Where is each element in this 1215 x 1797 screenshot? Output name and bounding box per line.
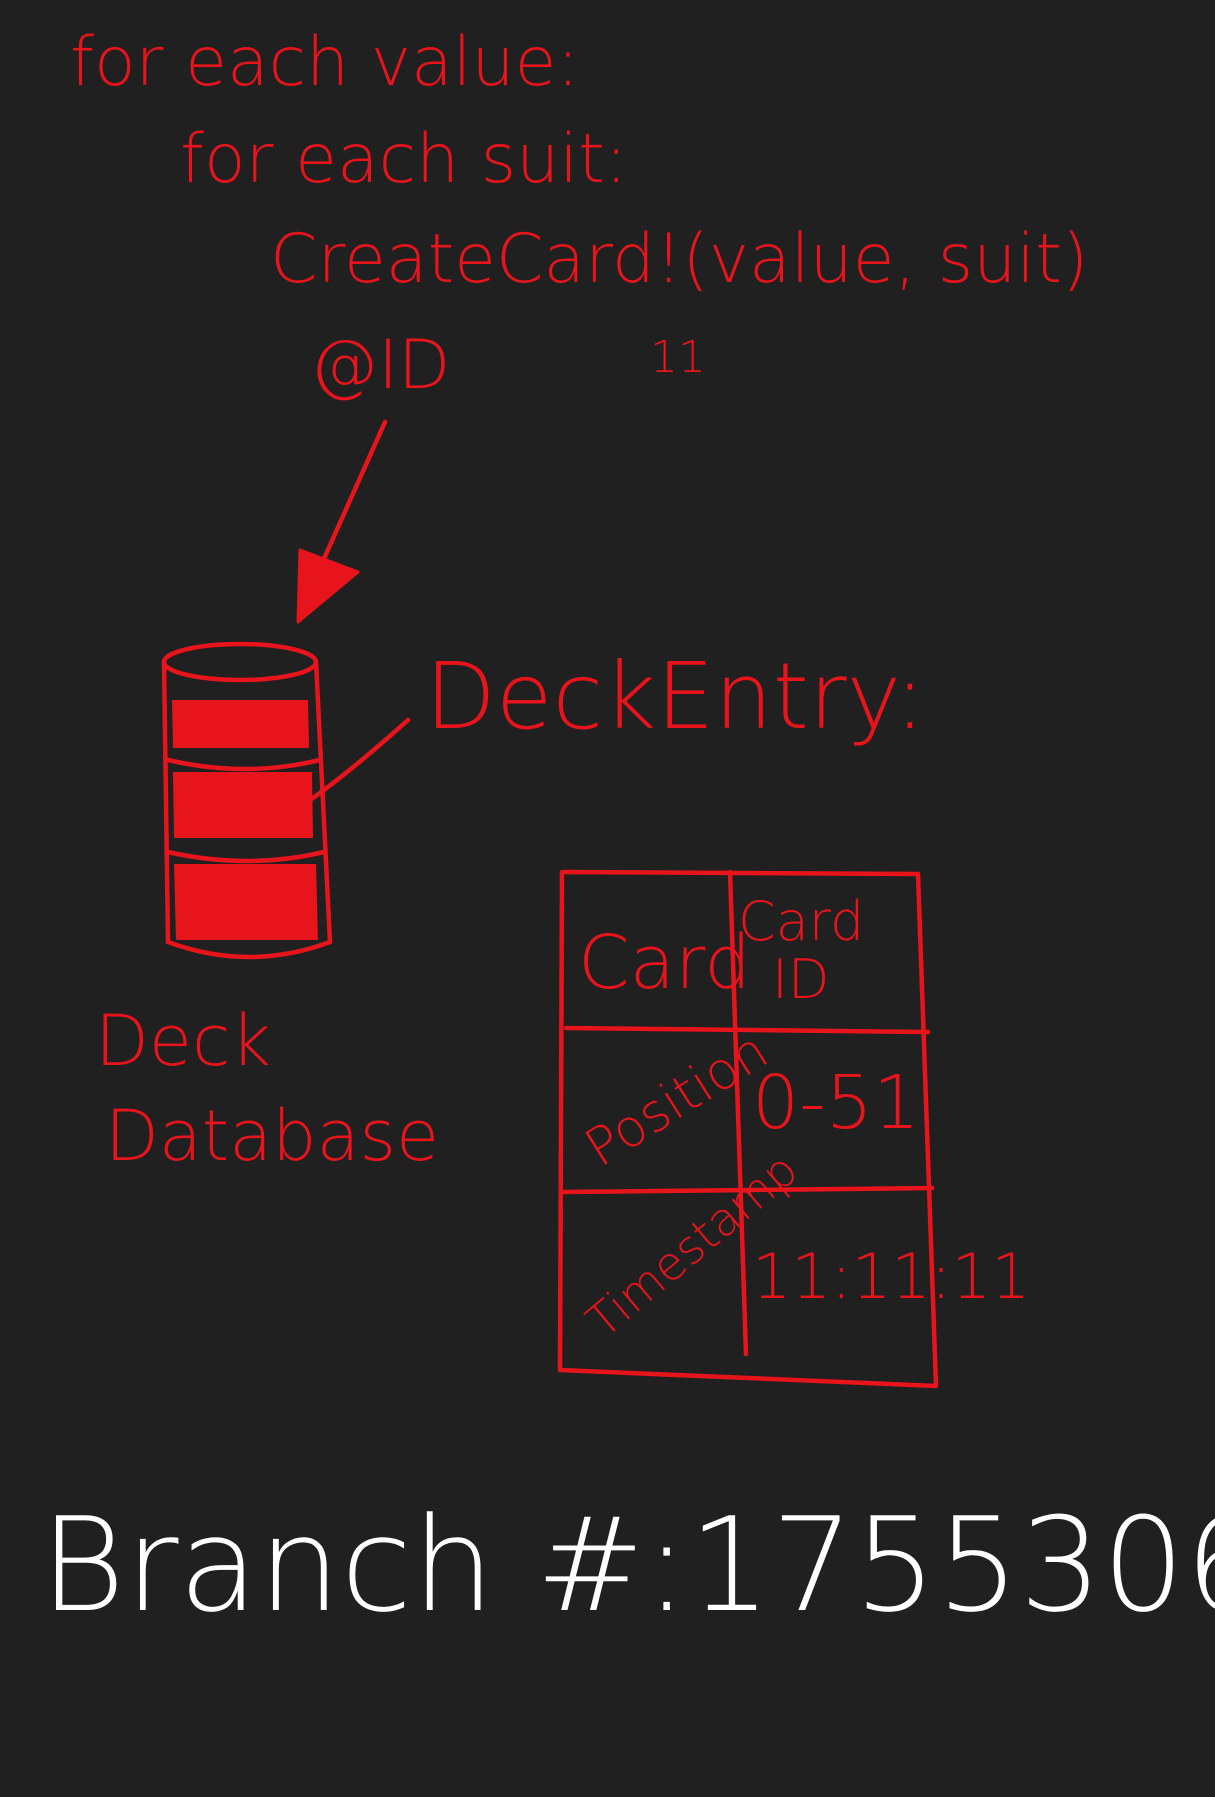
database-label-line1: Deck: [95, 1000, 271, 1082]
table-cell-card-id-line1: Card: [738, 890, 864, 953]
table-border: [557, 869, 939, 1389]
database-band-2: [173, 772, 313, 838]
arrow-to-database: [296, 419, 388, 624]
database-divider-2: [165, 849, 327, 864]
database-right-side: [313, 659, 333, 945]
deck-entry-title: DeckEntry:: [425, 643, 925, 750]
ditto-mark: 11: [650, 332, 706, 383]
table-cell-card-label: Card: [578, 920, 751, 1006]
table-cell-position-label: Position: [575, 1021, 778, 1179]
table-cell-timestamp-value: 11:11:11: [752, 1240, 1030, 1313]
table-cell-card-id-line2: ID: [772, 948, 830, 1011]
deck-entry-table: Card Card ID Position 0-51 Timestamp 11:…: [557, 869, 1030, 1389]
entry-connector-line: [277, 717, 411, 823]
database-divider-1: [165, 757, 323, 772]
table-row-divider-1: [563, 1025, 931, 1035]
database-left-side: [161, 659, 171, 945]
database-icon: [161, 641, 333, 960]
branch-number: Branch #:1755306 33: [40, 1489, 1215, 1641]
table-cell-position-value: 0-51: [752, 1060, 920, 1146]
code-line-foreach-value: for each value:: [70, 23, 579, 102]
database-band-1: [172, 700, 309, 748]
code-line-id: @ID: [310, 326, 450, 405]
table-column-divider: [727, 869, 749, 1357]
arrow-head: [296, 548, 360, 624]
database-bottom: [165, 939, 333, 960]
code-line-createcard: CreateCard!(value, suit): [270, 220, 1088, 299]
database-top: [161, 641, 319, 683]
pseudocode: for each value: for each suit: CreateCar…: [70, 23, 1088, 405]
table-row-divider-2: [559, 1185, 935, 1195]
code-line-foreach-suit: for each suit:: [180, 120, 628, 199]
database-band-3: [174, 864, 318, 940]
database-label-line2: Database: [105, 1095, 439, 1177]
database-label: Deck Database: [95, 1000, 439, 1177]
